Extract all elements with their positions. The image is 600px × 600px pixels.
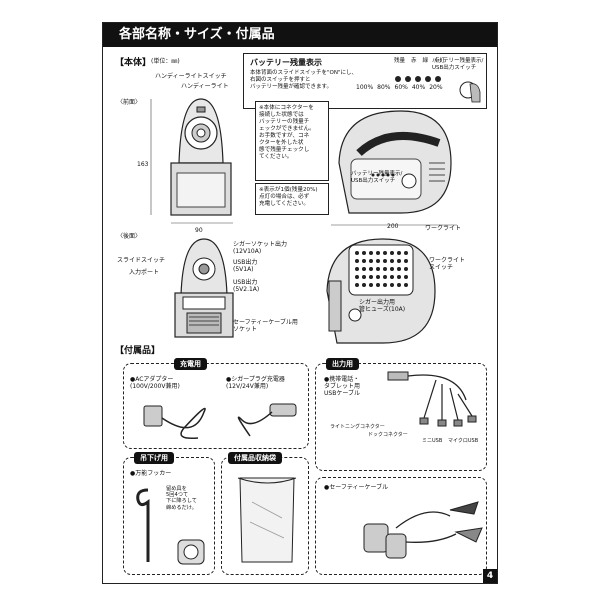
safety-cable-image [363, 501, 483, 559]
battery-indicator-title: バッテリー残量表示 [250, 58, 322, 67]
hook-label: ●万能フッカー [130, 470, 172, 477]
input-port-label: 入力ポート [129, 269, 160, 276]
handy-light-label: ハンディーライト [181, 83, 229, 90]
indicator-callout: バッテリー残量表示/ USB出力スイッチ [351, 171, 403, 184]
width-dimension: 90 [195, 227, 203, 234]
cigar-charger-label: ●シガープラグ充電器 (12V/24V兼用) [226, 376, 285, 391]
safety-cable-label: ●セーフティーケーブル [324, 484, 389, 491]
connector-note-text: ※本体にコネクターを 接続した状態では バッテリーの残量チ ェックができません。… [259, 105, 315, 160]
led-dots [395, 76, 441, 82]
level-100: 100% [356, 84, 374, 91]
back-view-label: 〈後面〉 [117, 233, 142, 240]
lightning-label: ライトニングコネクター [330, 424, 385, 430]
level-40: 40% [411, 84, 426, 91]
battery-indicator-text: 本体背面のスライドスイッチを"ON"にし、 右図のスイッチを押すと バッテリー残… [250, 70, 358, 90]
mini-usb-label: ミニUSB [422, 438, 443, 444]
dimension-lines-front [150, 99, 233, 224]
manual-page: 各部名称・サイズ・付属品 【本体】 (単位：㎜) 〈前面〉 ハンディーライトスイ… [102, 22, 498, 584]
micro-usb-label: マイクロUSB [448, 438, 479, 444]
led-label: 残量 [394, 58, 406, 64]
low-battery-note-box: ※表示が1個(残量20%) 点灯の場合は、必ず 充電してください。 [255, 183, 329, 215]
led-labels-row: 残量 赤 緑 点灯 [394, 58, 445, 65]
level-80: 80% [377, 84, 391, 91]
depth-dimension: 200 [387, 223, 399, 230]
hanging-badge: 吊下げ用 [134, 452, 174, 464]
ac-adapter-label: ●ACアダプター (100V/200V兼用) [130, 376, 180, 391]
front-view-label: 〈前面〉 [117, 99, 142, 106]
low-battery-note-text: ※表示が1個(残量20%) 点灯の場合は、必ず 充電してください。 [259, 187, 318, 207]
hook-image [136, 488, 205, 565]
usb-output-2-label: USB出力 (5V2.1A) [233, 279, 260, 294]
level-row: 100% 80% 60% 40% 20% [356, 84, 443, 92]
slide-switch-label: スライドスイッチ [117, 257, 166, 264]
finger-press-icon [459, 81, 481, 103]
page-number: 4 [483, 569, 497, 583]
hanging-accessory-box: 吊下げ用 ●万能フッカー 留め具を 5回4つて 下に降ろして 締めるだけ。 [123, 452, 215, 575]
work-light-switch-label: ワークライト スイッチ [429, 257, 466, 272]
height-dimension: 163 [137, 161, 149, 168]
battery-indicator-box: バッテリー残量表示 本体背面のスライドスイッチを"ON"にし、 右図のスイッチを… [243, 53, 487, 109]
cigar-charger-image [237, 403, 297, 437]
level-20: 20% [429, 84, 443, 91]
storage-bag-badge: 付属品収納袋 [228, 452, 282, 464]
connector-note-box: ※本体にコネクターを 接続した状態では バッテリーの残量チ ェックができません。… [255, 101, 329, 181]
dock-label: ドックコネクター [368, 432, 408, 438]
charge-badge: 充電用 [174, 358, 207, 370]
handy-light-switch-label: ハンディーライトスイッチ [155, 73, 227, 80]
unit-label: (単位：㎜) [151, 58, 180, 65]
accessories-title: 【付属品】 [115, 346, 161, 356]
ac-adapter-image [143, 405, 206, 440]
work-light-drawing [326, 238, 436, 344]
storage-bag-box: 付属品収納袋 [221, 452, 309, 575]
switch-label: バッテリー残量表示/ USB出力スイッチ [432, 58, 484, 71]
cigar-fuse-label: シガー出力用 管ヒューズ(10A) [359, 299, 406, 314]
safety-cable-socket-label: セーフティーケーブル用 ソケット [233, 319, 298, 334]
level-60: 60% [394, 84, 408, 91]
usb-cable-label: ●携帯電話・ タブレット用 USBケーブル [324, 376, 361, 398]
main-unit-title: 【本体】 [115, 58, 152, 68]
page-banner: 各部名称・サイズ・付属品 [103, 23, 497, 47]
front-view-drawing [170, 98, 232, 216]
led-label: 点灯 [434, 58, 446, 64]
usb-cable-image [387, 371, 477, 427]
output-accessories-box: 出力用 ●携帯電話・ タブレット用 USBケーブル ライトニングコネクター ドッ… [315, 358, 487, 471]
safety-cable-box: ●セーフティーケーブル [315, 477, 487, 575]
led-label: 赤 [411, 58, 417, 64]
back-view-drawing [174, 238, 234, 338]
output-badge: 出力用 [326, 358, 359, 370]
usb-output-1-label: USB出力 (5V1A) [233, 259, 258, 274]
led-label: 緑 [422, 58, 429, 64]
hook-text: 留め具を 5回4つて 下に降ろして 締めるだけ。 [166, 486, 197, 511]
cigar-output-label: シガーソケット出力 (12V10A) [233, 241, 288, 256]
work-light-label: ワークライト [425, 225, 462, 232]
storage-bag-image [237, 477, 297, 563]
charge-accessories-box: 充電用 ●ACアダプター (100V/200V兼用) ●シガープラグ充電器 (1… [123, 358, 309, 449]
dimension-line-side [331, 224, 457, 226]
side-view-drawing [338, 110, 452, 214]
